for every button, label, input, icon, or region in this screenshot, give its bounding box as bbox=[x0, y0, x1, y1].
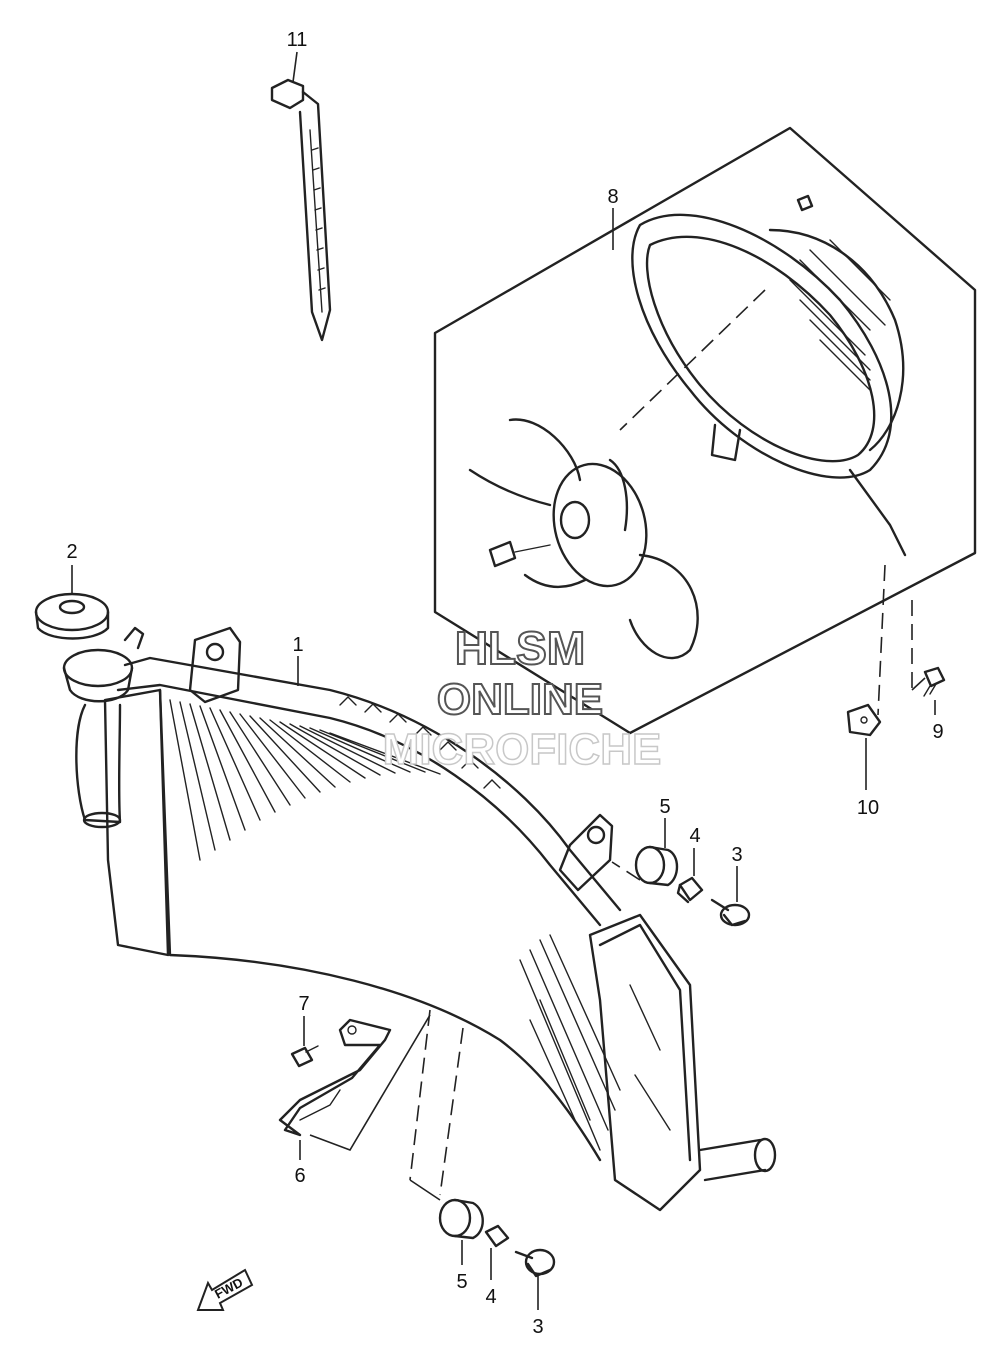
fwd-direction-arrow: FWD bbox=[196, 1268, 254, 1311]
leader-6 bbox=[299, 1014, 431, 1160]
leader-9 bbox=[911, 677, 926, 691]
callout-3-upper: 3 bbox=[731, 844, 742, 866]
watermark-line-1: HLSM bbox=[455, 622, 585, 674]
upper-mount-dashed bbox=[611, 861, 641, 881]
fan-shroud-part bbox=[631, 194, 907, 557]
lower-mount-leader bbox=[409, 1179, 441, 1201]
leader-10-dashed bbox=[877, 564, 886, 716]
watermark-line-3: MICROFICHE bbox=[383, 725, 662, 774]
cable-tie-part bbox=[270, 78, 332, 342]
callout-9: 9 bbox=[932, 721, 943, 743]
callout-6: 6 bbox=[294, 1165, 305, 1187]
grommet-5-lower bbox=[438, 1198, 484, 1240]
fan-assembly-outline bbox=[433, 126, 977, 735]
callout-4-upper: 4 bbox=[689, 825, 700, 847]
leader-11 bbox=[292, 51, 298, 83]
callout-8: 8 bbox=[607, 186, 618, 208]
callout-1: 1 bbox=[292, 634, 303, 656]
callout-5-lower: 5 bbox=[456, 1271, 467, 1293]
fan-blade-part bbox=[468, 418, 699, 660]
bolt-7-part bbox=[290, 1045, 319, 1068]
grommet-5-upper bbox=[634, 845, 679, 887]
fan-axis-dashed bbox=[619, 289, 766, 431]
radiator-cap-part bbox=[34, 592, 110, 640]
callout-2: 2 bbox=[66, 541, 77, 563]
callout-10: 10 bbox=[857, 797, 879, 819]
callout-4-lower: 4 bbox=[485, 1286, 496, 1308]
lower-mount-dashed bbox=[439, 1027, 464, 1196]
callout-5-upper: 5 bbox=[659, 796, 670, 818]
callout-11: 11 bbox=[287, 29, 308, 51]
collar-4-upper bbox=[676, 876, 704, 904]
callout-7: 7 bbox=[298, 993, 309, 1015]
collar-4-lower bbox=[484, 1224, 510, 1248]
bolt-3-upper bbox=[710, 898, 751, 927]
radiator-part bbox=[62, 626, 777, 1212]
bolt-9-part bbox=[923, 666, 946, 697]
callout-3-lower: 3 bbox=[532, 1316, 543, 1338]
nut-10-part bbox=[846, 703, 882, 737]
lower-mount-dashed-2 bbox=[409, 1009, 431, 1181]
watermark-line-2: ONLINE bbox=[437, 675, 603, 724]
bolt-3-lower bbox=[514, 1248, 556, 1278]
bracket-6-part bbox=[278, 1018, 392, 1137]
